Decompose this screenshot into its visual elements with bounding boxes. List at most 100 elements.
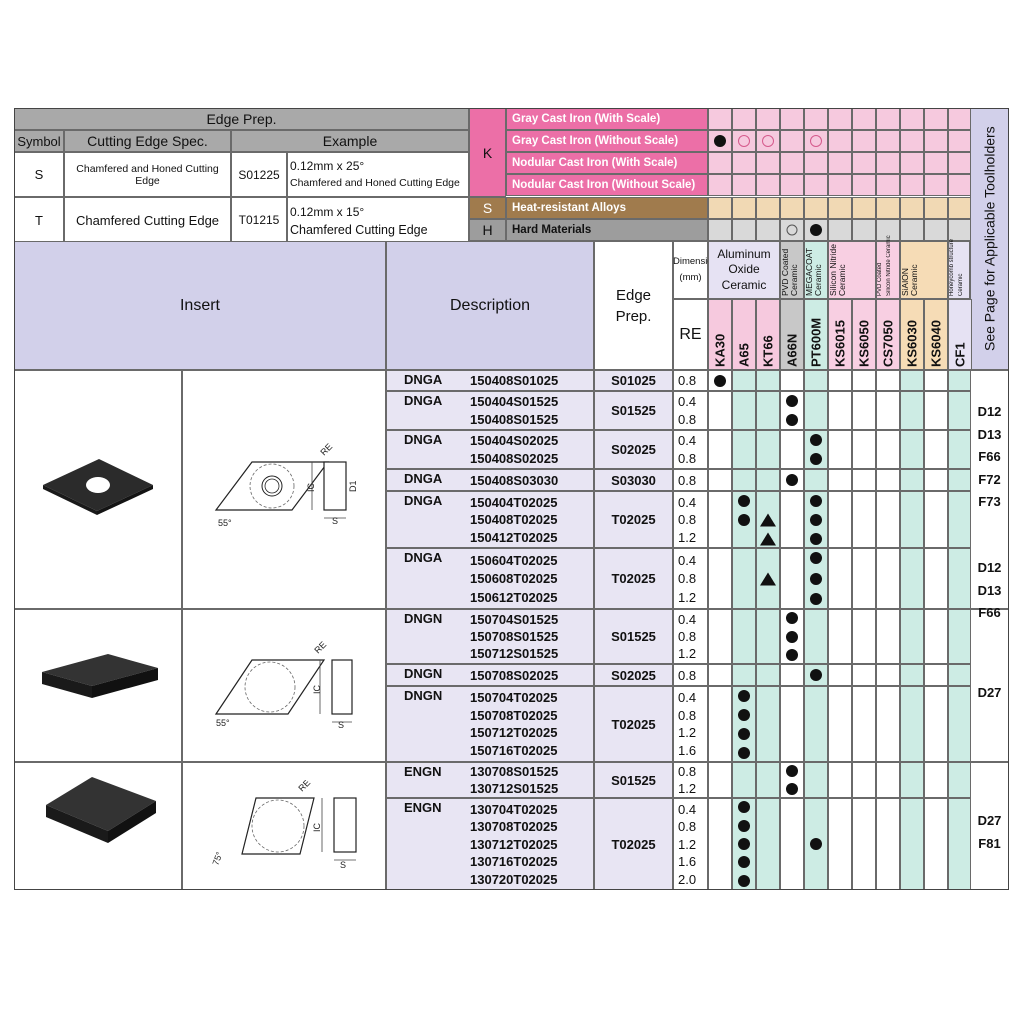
h-material-cell bbox=[852, 219, 876, 241]
re-value: 0.8 bbox=[678, 819, 697, 834]
series-prefix: DNGA bbox=[404, 372, 443, 387]
filled-circle-mark bbox=[810, 592, 822, 605]
edge-example: 0.12mm x 15°Chamfered Cutting Edge bbox=[287, 197, 469, 243]
s-material-cell bbox=[852, 197, 876, 219]
diagram-label-s: S bbox=[338, 720, 344, 730]
toolholder-ref: F72 bbox=[978, 471, 1001, 487]
toolholder-ref: F66 bbox=[978, 605, 1001, 620]
grade-cell bbox=[756, 391, 780, 430]
re-value: 1.2 bbox=[678, 529, 697, 545]
grade-header-ks6015 bbox=[828, 299, 852, 370]
k-material-cell bbox=[948, 174, 972, 196]
edge-example: 0.12mm x 25°Chamfered and Honed Cutting … bbox=[287, 152, 469, 197]
re-cell bbox=[673, 491, 708, 548]
re-cell bbox=[673, 430, 708, 469]
k-material-cell bbox=[828, 108, 852, 130]
grade-cell bbox=[708, 430, 732, 469]
k-material-cell bbox=[732, 108, 756, 130]
s-material-cell bbox=[948, 197, 972, 219]
description-cell bbox=[386, 609, 594, 664]
grade-cell bbox=[708, 469, 732, 491]
grade-name: KS6040 bbox=[928, 320, 944, 367]
edge-spec: Chamfered and Honed Cutting Edge bbox=[64, 152, 231, 197]
re-value: 1.6 bbox=[678, 743, 697, 759]
example-line2: Chamfered Cutting Edge bbox=[290, 223, 428, 237]
k-material-cell bbox=[708, 152, 732, 174]
grade-cell bbox=[828, 469, 852, 491]
re-value: 0.4 bbox=[678, 394, 697, 410]
re-value: 0.8 bbox=[678, 629, 697, 644]
code-list: 150408S01025 bbox=[470, 370, 590, 391]
s-material-cell bbox=[708, 197, 732, 219]
grade-cell bbox=[948, 548, 972, 609]
insert-code: 130712T02025 bbox=[470, 836, 558, 852]
edge-prep-value: S02025 bbox=[594, 664, 673, 686]
k-material-cell bbox=[828, 152, 852, 174]
edge-prep-value: S01025 bbox=[594, 370, 673, 391]
grade-cell bbox=[924, 548, 948, 609]
edge-code: T01215 bbox=[231, 197, 287, 243]
grade-cell bbox=[900, 491, 924, 548]
diagram-label-re: RE bbox=[318, 441, 334, 457]
insert-code: 150404S01525 bbox=[470, 394, 559, 410]
re-value: 2.0 bbox=[678, 871, 697, 887]
k-material-cell bbox=[948, 130, 972, 152]
diagram-label-re: RE bbox=[312, 640, 328, 655]
grade-cell bbox=[900, 469, 924, 491]
grade-name: A66N bbox=[784, 333, 800, 367]
edge-prep-value: S02025 bbox=[594, 430, 673, 469]
grade-cell bbox=[876, 548, 900, 609]
diagram-label-ic: IC bbox=[306, 482, 316, 492]
toolholder-cell bbox=[970, 609, 1009, 762]
k-material-cell bbox=[780, 108, 804, 130]
header-example: Example bbox=[231, 130, 469, 152]
k-material-cell bbox=[900, 174, 924, 196]
group-label-1: Honeycomb structure bbox=[949, 238, 955, 296]
filled-circle-mark bbox=[786, 783, 798, 795]
grade-cell bbox=[876, 469, 900, 491]
s-material-cell bbox=[780, 197, 804, 219]
description-header: Description bbox=[386, 241, 594, 370]
s-material-cell bbox=[924, 197, 948, 219]
grade-cell bbox=[804, 469, 828, 491]
grade-cell bbox=[924, 370, 948, 391]
grade-cell bbox=[708, 491, 732, 548]
re-cell bbox=[673, 548, 708, 609]
re-cell bbox=[673, 686, 708, 762]
grade-cell bbox=[900, 762, 924, 798]
re-header: RE bbox=[673, 299, 708, 370]
grade-cell bbox=[924, 469, 948, 491]
insert-code: 150712T02025 bbox=[470, 725, 558, 741]
k-material-cell bbox=[924, 174, 948, 196]
s-material-cell bbox=[900, 197, 924, 219]
series-prefix: ENGN bbox=[404, 800, 442, 815]
diagram-label-angle55: 55° bbox=[216, 718, 230, 728]
grade-cell bbox=[852, 430, 876, 469]
k-material-cell bbox=[756, 174, 780, 196]
filled-circle-mark bbox=[810, 838, 822, 850]
k-material-cell bbox=[708, 174, 732, 196]
grade-cell bbox=[852, 798, 876, 890]
open-circle-mark bbox=[786, 224, 798, 236]
insert-code: 150704T02025 bbox=[470, 689, 558, 705]
toolholder-cell bbox=[970, 762, 1009, 890]
description-cell bbox=[386, 370, 594, 391]
description-cell bbox=[386, 491, 594, 548]
filled-circle-mark bbox=[810, 532, 822, 545]
edge-prep-title: Edge Prep. bbox=[14, 108, 469, 130]
k-material-cell bbox=[852, 130, 876, 152]
grade-name: CF1 bbox=[952, 342, 968, 367]
insert-code: 150716T02025 bbox=[470, 743, 558, 759]
grade-header-cs7050 bbox=[876, 299, 900, 370]
grade-group-header bbox=[948, 241, 970, 299]
toolholders-header bbox=[970, 108, 1009, 370]
toolholder-ref: D13 bbox=[977, 582, 1002, 598]
grade-cell bbox=[828, 391, 852, 430]
grade-cell bbox=[924, 430, 948, 469]
re-list: 0.8 bbox=[678, 370, 706, 391]
re-cell bbox=[673, 798, 708, 890]
